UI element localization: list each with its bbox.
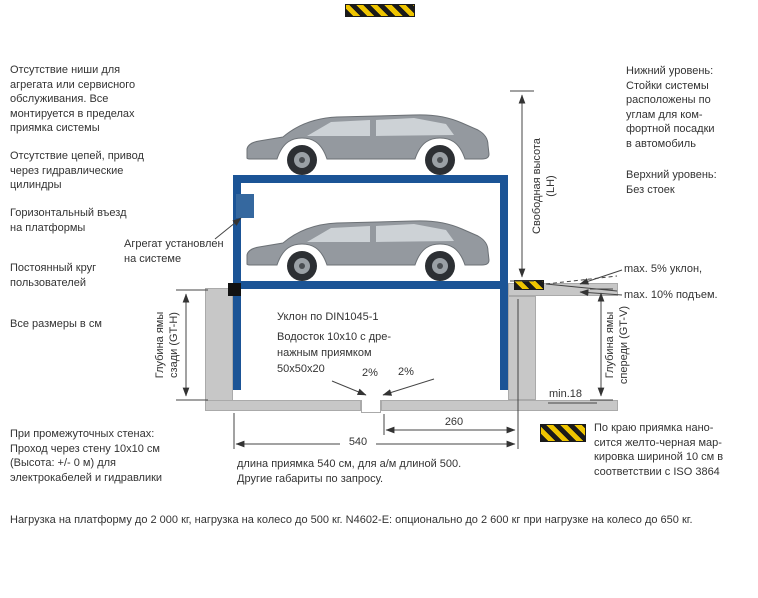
- pit-wall-right: [508, 296, 536, 400]
- note-upper-level: Верхний уровень: Без стоек: [626, 169, 717, 196]
- note-constant-users: Постоянный круг пользователей: [10, 262, 97, 289]
- note-dimensions-cm: Все размеры в см: [10, 318, 102, 330]
- note-iso-marking: По краю приямка нано- сится желто-черная…: [594, 422, 724, 478]
- black-marker: [228, 283, 241, 296]
- note-intermediate-walls: При промежуточных стенах: Проход через с…: [10, 428, 163, 484]
- hazard-stripe-top: [345, 4, 415, 17]
- hazard-stripe-pit-edge: [514, 280, 544, 290]
- footer-load-note: Нагрузка на платформу до 2 000 кг, нагру…: [10, 514, 693, 526]
- pit-wall-left: [205, 288, 233, 401]
- platform-lower: [233, 281, 508, 289]
- label-max-slope-down: max. 5% уклон,: [624, 263, 703, 275]
- label-max-slope-up: max. 10% подъем.: [624, 289, 718, 301]
- car-lower: [246, 220, 490, 282]
- label-slope-left: 2%: [362, 367, 378, 379]
- label-din-slope: Уклон по DIN1045-1: [277, 311, 379, 323]
- power-unit: [236, 194, 254, 218]
- drain-box: [361, 400, 381, 413]
- label-drain: Водосток 10x10 с дре- нажным приямком 50…: [277, 331, 392, 375]
- pit-floor-right: [381, 400, 618, 411]
- note-no-chains: Отсутствие цепей, привод через гидравлич…: [10, 150, 144, 192]
- vlabel-pit-depth-front: Глубина ямы спереди (GT-V): [604, 305, 630, 385]
- vlabel-pit-depth-rear: Глубина ямы сзади (GT-H): [154, 311, 180, 379]
- caption-pit-length: длина приямка 540 см, для а/м длиной 500…: [237, 458, 462, 485]
- label-power-unit: Агрегат установлен на системе: [124, 238, 224, 265]
- label-slope-right: 2%: [398, 366, 414, 378]
- platform-upper: [233, 175, 508, 183]
- pit-floor-left: [205, 400, 361, 411]
- note-lower-level: Нижний уровень: Стойки системы расположе…: [626, 65, 715, 150]
- dim-label-260: 260: [437, 416, 471, 428]
- car-upper: [246, 114, 490, 176]
- dim-label-540: 540: [340, 436, 376, 448]
- vlabel-free-height: Свободная высота (LH): [531, 138, 557, 234]
- hazard-stripe-iso-icon: [540, 424, 586, 442]
- label-min-18: min.18: [549, 388, 583, 400]
- note-no-niche: Отсутствие ниши для агрегата или сервисн…: [10, 64, 136, 135]
- note-horizontal-entry: Горизонтальный въезд на платформы: [10, 207, 127, 234]
